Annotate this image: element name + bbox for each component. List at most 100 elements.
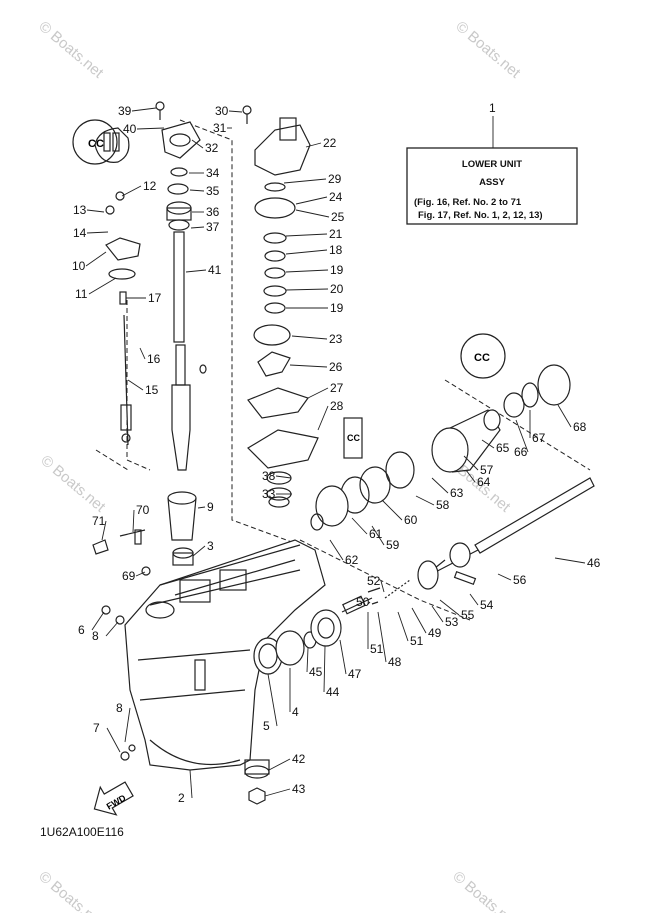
callout-label: 53 bbox=[445, 615, 459, 629]
callout-label: 60 bbox=[404, 513, 418, 527]
callout-leader bbox=[228, 110, 243, 113]
callout-label: 44 bbox=[326, 685, 340, 699]
callout-label: 2 bbox=[178, 791, 185, 805]
callout-leader bbox=[285, 233, 328, 237]
propeller-shaft bbox=[419, 477, 595, 586]
callout-leader bbox=[439, 599, 460, 616]
callout-leader bbox=[289, 364, 328, 368]
callout-line2: ASSY bbox=[479, 177, 506, 188]
callout-label: 8 bbox=[116, 701, 123, 715]
callout-label: 66 bbox=[514, 445, 528, 459]
pin-27 bbox=[199, 364, 207, 374]
callout-leader bbox=[351, 517, 368, 535]
callout-label: 56 bbox=[513, 573, 527, 587]
callout-leader bbox=[295, 196, 328, 205]
callout-label: 71 bbox=[92, 514, 106, 528]
callout-label: 30 bbox=[215, 104, 229, 118]
part-code: 1U62A100E116 bbox=[40, 825, 124, 839]
callout-leader bbox=[131, 107, 157, 112]
callout-label: 11 bbox=[75, 287, 88, 301]
callout-label: 51 bbox=[410, 634, 424, 648]
callout-label: 41 bbox=[208, 263, 222, 277]
callout-leader bbox=[197, 506, 206, 509]
callout-leader bbox=[86, 209, 105, 213]
callout-leader bbox=[431, 605, 444, 623]
callout-label: 67 bbox=[532, 431, 546, 445]
stamp-label: CC bbox=[347, 433, 360, 443]
callout-label: 69 bbox=[122, 569, 136, 583]
callout-leader bbox=[339, 639, 347, 675]
callout-leader bbox=[86, 231, 109, 234]
callout-label: 54 bbox=[480, 598, 494, 612]
callout-label: 45 bbox=[309, 665, 323, 679]
callout-label: 18 bbox=[329, 243, 343, 257]
callout-leader bbox=[88, 277, 117, 295]
left-small-parts bbox=[92, 529, 151, 761]
callout-leader bbox=[190, 226, 205, 229]
stamp-label: CC bbox=[88, 138, 104, 150]
callout-leader bbox=[85, 251, 107, 267]
callout-leader bbox=[101, 520, 107, 541]
callout-label: 6 bbox=[78, 623, 85, 637]
callout-leader bbox=[185, 269, 207, 273]
callout-label: 59 bbox=[386, 538, 400, 552]
callout-label: 28 bbox=[330, 399, 344, 413]
callout-leader bbox=[380, 580, 385, 593]
callout-label: 35 bbox=[206, 184, 220, 198]
callout-label: 48 bbox=[388, 655, 402, 669]
callout-leader bbox=[132, 509, 135, 533]
callout-label: 46 bbox=[587, 556, 601, 570]
callout-label: 57 bbox=[480, 463, 494, 477]
callout-label: 32 bbox=[205, 141, 219, 155]
callout-leader bbox=[367, 601, 371, 605]
callout-leader bbox=[268, 758, 291, 771]
callout-label: 61 bbox=[369, 527, 383, 541]
callout-leader bbox=[285, 249, 328, 255]
callout-leader bbox=[106, 727, 121, 753]
callout-label: 50 bbox=[356, 595, 370, 609]
callout-label: 10 bbox=[72, 259, 86, 273]
upper-left-parts bbox=[105, 101, 201, 305]
callout-label: 47 bbox=[348, 667, 362, 681]
callout-label: 70 bbox=[136, 503, 150, 517]
callout-box bbox=[406, 147, 578, 225]
callout-leader bbox=[323, 645, 326, 693]
callout-label: 5 bbox=[263, 719, 270, 733]
callout-leader bbox=[397, 611, 409, 642]
callout-label: 13 bbox=[73, 203, 87, 217]
callout-line4: Fig. 17, Ref. No. 1, 2, 12, 13) bbox=[418, 210, 543, 221]
bearing-stack bbox=[166, 167, 192, 231]
callout-label: 39 bbox=[118, 104, 132, 118]
callout-label: 36 bbox=[206, 205, 220, 219]
callout-label: 23 bbox=[329, 332, 343, 346]
callout-label: 40 bbox=[123, 122, 137, 136]
stamp-circle bbox=[460, 333, 506, 379]
callout-label: 62 bbox=[345, 553, 359, 567]
callout-line1: LOWER UNIT bbox=[462, 159, 522, 170]
shift-rod bbox=[94, 127, 132, 446]
callout-label: 34 bbox=[206, 166, 220, 180]
callout-leader bbox=[275, 475, 292, 479]
callout-leader bbox=[291, 335, 328, 340]
callout-label: 15 bbox=[145, 383, 159, 397]
cc-stamps: CC CC CC bbox=[72, 119, 506, 459]
callout-leader bbox=[121, 185, 142, 197]
lower-unit-callout: 1 LOWER UNIT ASSY (Fig. 16, Ref. No. 2 t… bbox=[406, 101, 578, 225]
callout-leader bbox=[191, 139, 204, 149]
callout-label: 64 bbox=[477, 475, 491, 489]
callout-leader bbox=[189, 769, 193, 799]
callout-label: 27 bbox=[330, 381, 344, 395]
watermark: © Boats.net bbox=[35, 18, 107, 82]
water-pump bbox=[242, 105, 319, 508]
pinion-gear bbox=[244, 759, 270, 805]
callout-leader bbox=[307, 387, 329, 399]
callout-label: 31 bbox=[213, 121, 227, 135]
callout-label: 22 bbox=[323, 136, 337, 150]
callout-leader bbox=[497, 573, 512, 581]
callout-label: 12 bbox=[143, 179, 157, 193]
watermark: © Boats.net bbox=[35, 868, 107, 913]
callout-label: 33 bbox=[262, 487, 276, 501]
callout-label: 37 bbox=[206, 220, 220, 234]
